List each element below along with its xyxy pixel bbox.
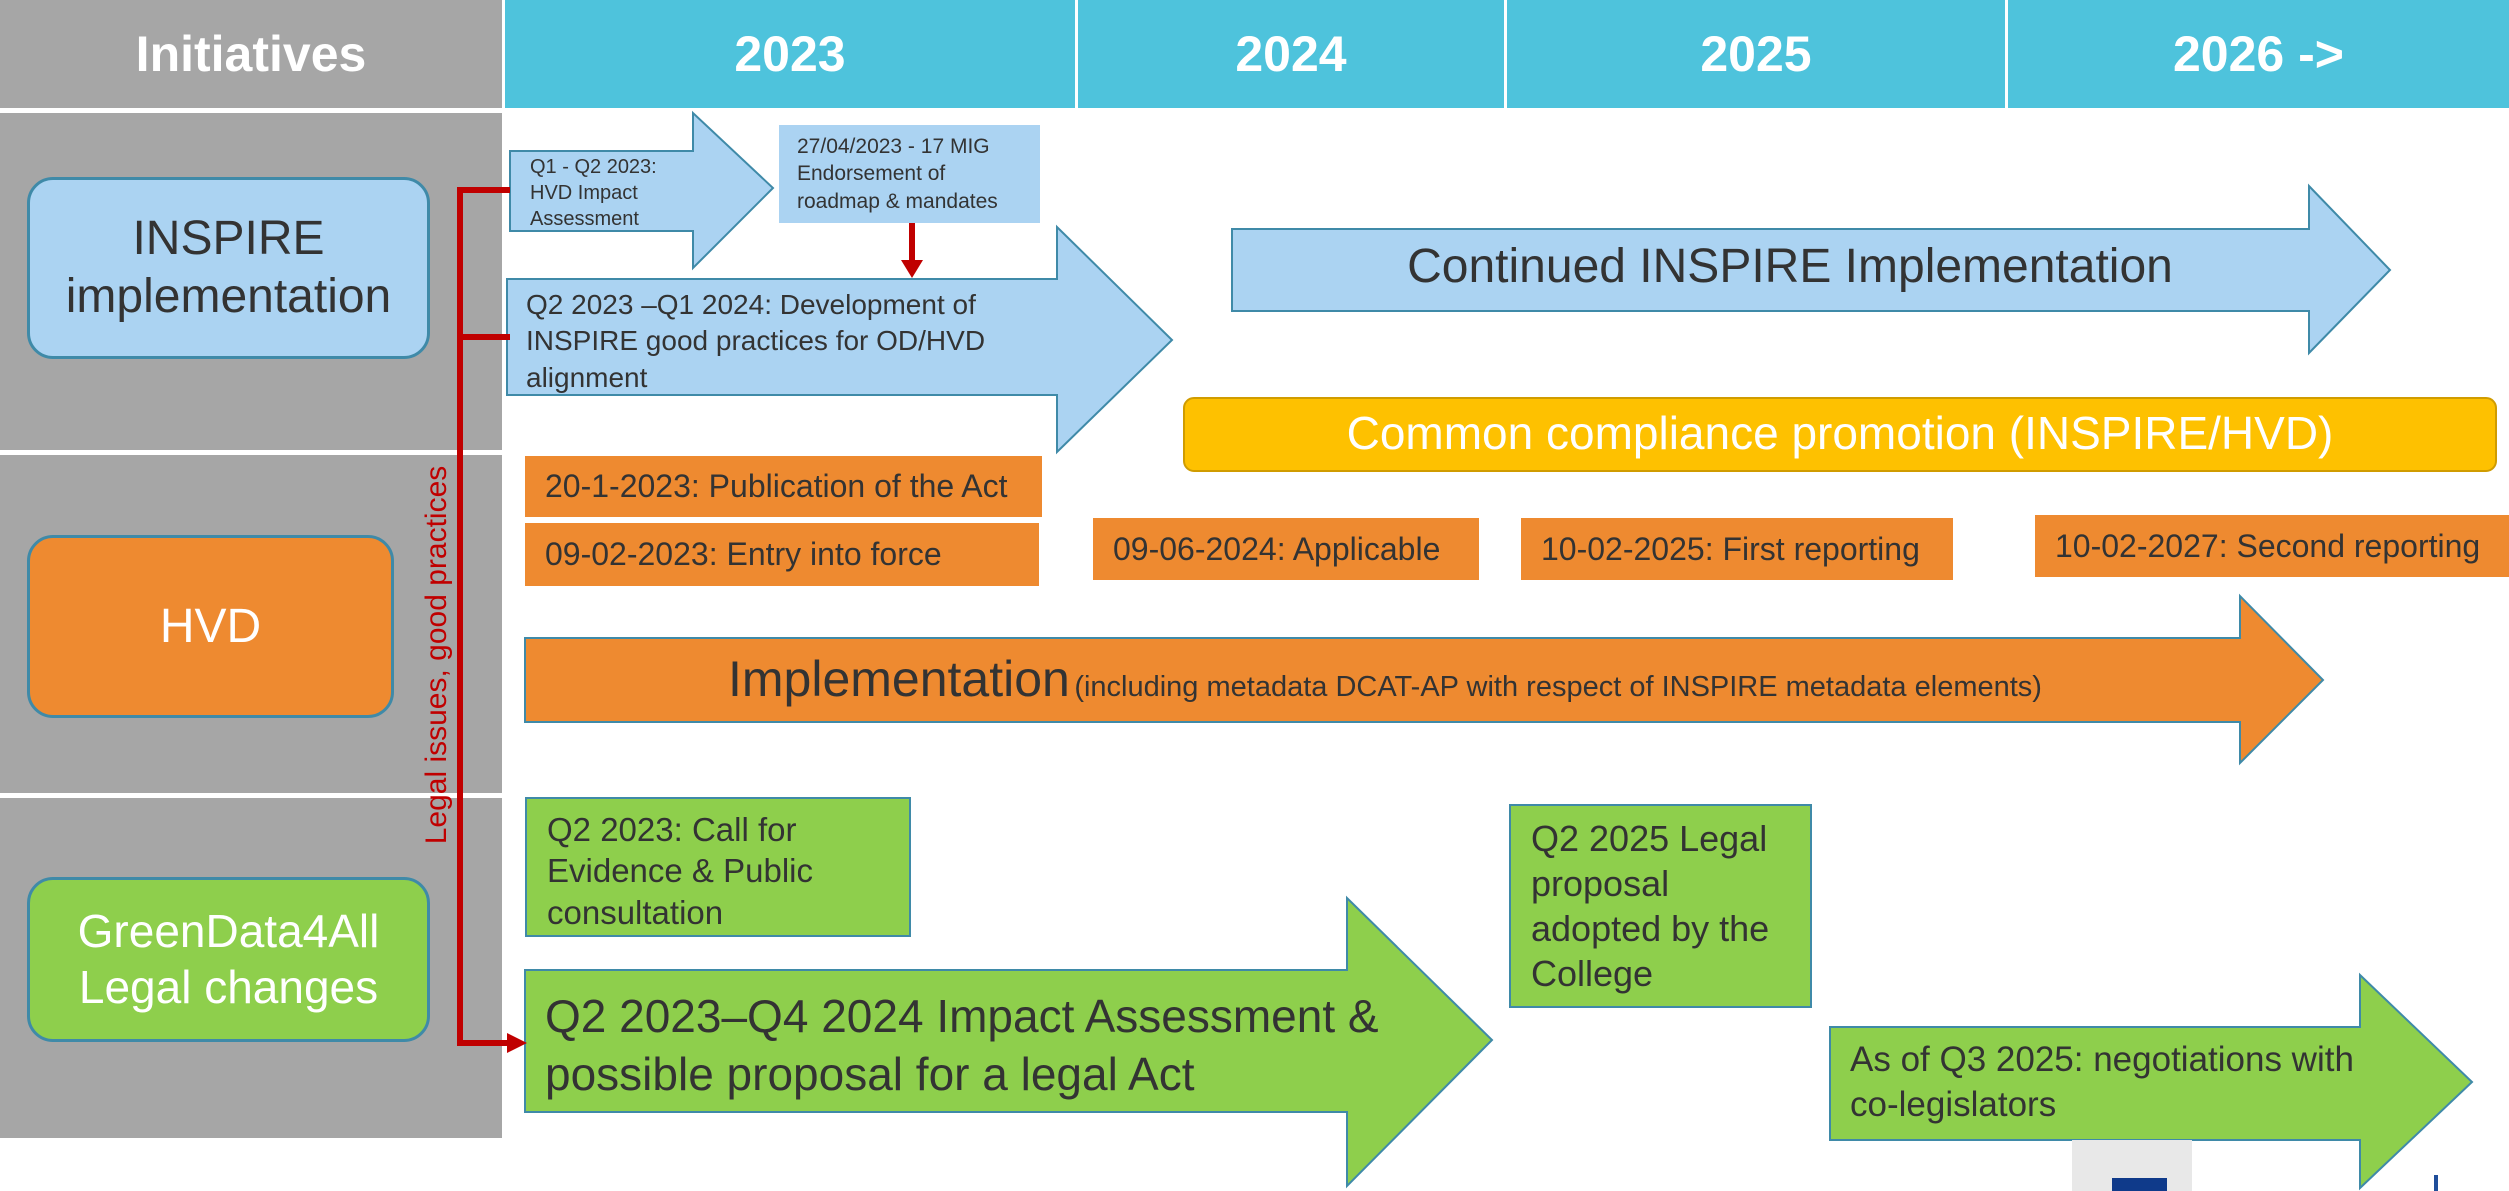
box-legal-proposal: Q2 2025 Legal proposal adopted by the Co… xyxy=(1509,804,1812,1008)
text-q1q2-hvd-impact: Q1 - Q2 2023: HVD Impact Assessment xyxy=(530,156,657,230)
header-year-2024: 2024 xyxy=(1078,0,1504,108)
text-negotiations: As of Q3 2025: negotiations with co-legi… xyxy=(1850,1040,2354,1124)
box-publication-act: 20-1-2023: Publication of the Act xyxy=(525,456,1042,517)
logo-line xyxy=(2434,1175,2438,1191)
row-label-inspire: INSPIRE implementation xyxy=(27,177,430,359)
connector-arrowhead-greendata xyxy=(507,1033,527,1053)
eu-flag-icon xyxy=(2112,1178,2167,1191)
connector-arrowhead-mig xyxy=(901,260,923,278)
text-continued-inspire: Continued INSPIRE Implementation xyxy=(1407,240,2173,293)
arrow-hvd-implementation xyxy=(524,593,2325,766)
arrow-negotiations xyxy=(1829,972,2474,1191)
box-second-reporting: 10-02-2027: Second reporting xyxy=(2035,515,2509,577)
arrow-inspire-development xyxy=(506,224,1174,455)
bar-common-compliance xyxy=(1183,397,2497,472)
row-label-hvd: HVD xyxy=(27,535,394,718)
red-connectors xyxy=(457,187,915,1046)
text-common-compliance: Common compliance promotion (INSPIRE/HVD… xyxy=(1346,407,2334,459)
arrow-continued-inspire xyxy=(1231,183,2392,356)
box-applicable: 09-06-2024: Applicable xyxy=(1093,518,1479,580)
header-year-2023: 2023 xyxy=(505,0,1075,108)
header-year-2026: 2026 -> xyxy=(2008,0,2509,108)
box-call-for-evidence: Q2 2023: Call for Evidence & Public cons… xyxy=(525,797,911,937)
text-inspire-development: Q2 2023 –Q1 2024: Development of INSPIRE… xyxy=(526,289,986,393)
text-implementation-main: Implementation xyxy=(728,651,1070,707)
text-implementation-sub: (including metadata DCAT-AP with respect… xyxy=(1074,671,2042,703)
box-mig-endorsement: 27/04/2023 - 17 MIG Endorsement of roadm… xyxy=(779,125,1040,223)
arrow-hvd-impact-assessment xyxy=(509,110,775,271)
row-label-greendata: GreenData4All Legal changes xyxy=(27,877,430,1042)
box-entry-into-force: 09-02-2023: Entry into force xyxy=(525,523,1039,586)
header-initiatives: Initiatives xyxy=(0,0,502,108)
arrow-impact-assessment xyxy=(524,895,1494,1189)
text-impact-assessment: Q2 2023–Q4 2024 Impact Assessment & poss… xyxy=(545,990,1379,1100)
box-first-reporting: 10-02-2025: First reporting xyxy=(1521,518,1953,580)
text-hvd-implementation: Implementation (including metadata DCAT-… xyxy=(728,650,2228,708)
side-label-legal-issues: Legal issues, good practices xyxy=(420,465,453,845)
header-year-2025: 2025 xyxy=(1507,0,2005,108)
logo-fragment xyxy=(2072,1140,2192,1191)
